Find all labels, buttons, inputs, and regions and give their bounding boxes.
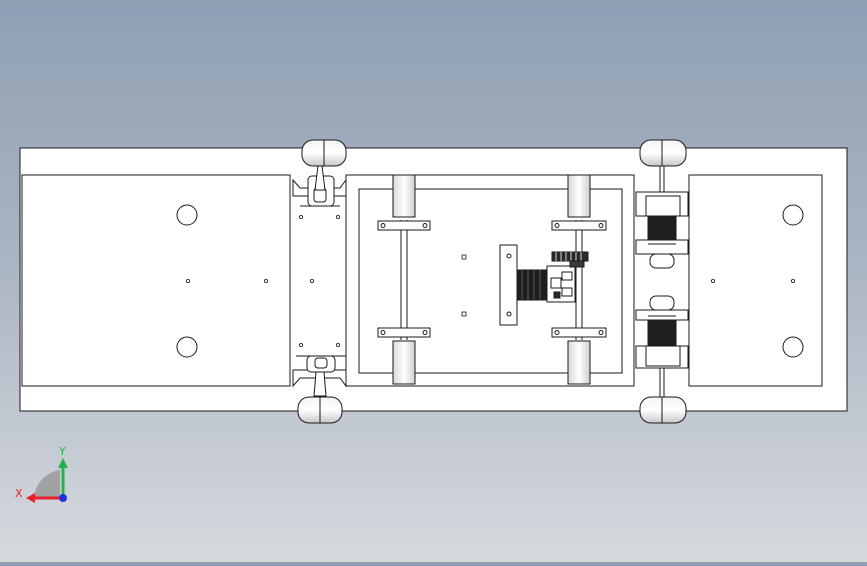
wheel-front-left (301, 139, 347, 167)
triad-y-label: Y (58, 445, 66, 458)
mount-hole (176, 204, 198, 226)
left-steering-top (292, 165, 347, 207)
left-panel (21, 174, 291, 387)
triad-plane-shade (34, 470, 60, 498)
right-motor-top (635, 166, 689, 269)
wheel-front-right (639, 139, 687, 167)
triad-y-arrow (58, 458, 68, 468)
wheel-rear-left (297, 396, 343, 424)
mount-hole (176, 336, 198, 358)
triad-x-label: X (15, 487, 23, 500)
right-shaft-assembly (551, 174, 607, 385)
right-panel (688, 174, 823, 387)
right-motor-bottom (635, 295, 689, 397)
left-steering-bottom (292, 355, 347, 397)
coordinate-triad[interactable]: Y X (15, 445, 68, 503)
mount-hole (782, 336, 804, 358)
triad-x-arrow (26, 493, 35, 503)
wheel-rear-right (639, 396, 687, 424)
drive-motor (499, 244, 589, 326)
mount-hole (782, 204, 804, 226)
left-shaft-assembly (377, 174, 431, 385)
triad-origin-z (59, 494, 67, 502)
